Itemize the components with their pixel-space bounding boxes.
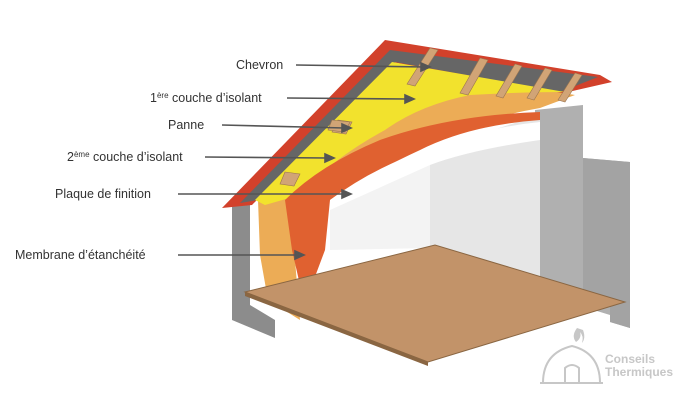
label-second-insulation-text: couche d’isolant [89, 150, 183, 164]
logo-line2: Thermiques [605, 365, 674, 379]
label-membrane: Membrane d’étanchéité [15, 248, 146, 262]
label-first-insulation: 1ère couche d’isolant [150, 91, 262, 105]
label-second-insulation-num: 2 [67, 150, 74, 164]
logo-flame-icon [573, 328, 585, 343]
label-second-insulation: 2ème couche d’isolant [67, 150, 183, 164]
side-wall-right [583, 158, 630, 328]
finishing-plate [330, 122, 540, 210]
logo-icon [540, 344, 603, 384]
membrane-layer [285, 112, 540, 290]
logo-line1: Conseils [605, 352, 656, 366]
rafters [279, 47, 583, 187]
insulation-yellow [255, 62, 565, 205]
logo-text: Conseils Thermiques [605, 353, 673, 379]
floor [243, 244, 627, 363]
left-wall [232, 200, 275, 338]
label-second-insulation-sup: ème [73, 150, 90, 159]
annotation-arrows [178, 61, 432, 261]
floor-edge [245, 292, 428, 366]
label-purlin: Panne [168, 118, 205, 132]
label-first-insulation-sup: ère [156, 91, 169, 100]
label-first-insulation-text: couche d’isolant [168, 91, 262, 105]
interior-side-wall [430, 115, 540, 292]
label-finishing-plate: Plaque de finition [55, 187, 151, 201]
label-first-insulation-num: 1 [150, 91, 157, 105]
label-chevron: Chevron [236, 58, 284, 72]
